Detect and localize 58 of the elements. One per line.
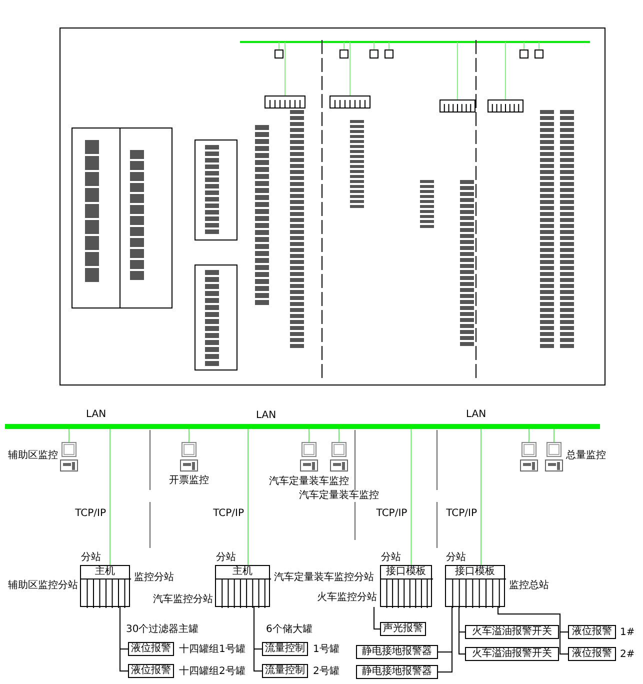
module-header: 主机 — [94, 566, 116, 578]
device-box — [465, 647, 559, 661]
station-title: 分站 — [446, 552, 467, 564]
pc-label: 汽车定量装车监控 — [299, 490, 379, 502]
side-label: 十四罐组1号罐 — [179, 644, 246, 656]
pc-label: 开票监控 — [169, 475, 209, 487]
group-label: 6个储大罐 — [266, 624, 312, 636]
network-link — [410, 428, 412, 566]
connector-line — [188, 428, 190, 442]
station-title: 分站 — [81, 552, 102, 564]
side-label: 2# — [620, 649, 636, 661]
connector-line — [338, 428, 340, 442]
side-label: 辅助区监控分站 — [8, 580, 78, 592]
device-label: 静电接地报警器 — [361, 646, 433, 658]
pc-label: 辅助区监控 — [8, 450, 58, 462]
side-label: 2号罐 — [313, 666, 340, 678]
module-header: 主机 — [232, 566, 254, 578]
side-label: 汽车定量装车监控分站 — [274, 572, 374, 584]
device-box — [356, 665, 438, 679]
group-label: 30个过滤器主罐 — [126, 624, 199, 636]
device-label: 火车溢油报警开关 — [471, 626, 553, 638]
connector-line — [254, 606, 262, 672]
device-label: 火车溢油报警开关 — [471, 648, 553, 660]
device-label: 声光报警 — [382, 623, 424, 635]
connector-line — [308, 428, 310, 442]
pc-label: 汽车定量装车监控 — [269, 476, 349, 488]
network-label: LAN — [256, 410, 276, 422]
side-label: 十四罐组2号罐 — [179, 666, 246, 678]
connector-line — [374, 606, 380, 630]
side-label: 汽车监控分站 — [152, 594, 213, 606]
station-title: 分站 — [381, 552, 402, 564]
side-label: 监控分站 — [134, 572, 175, 584]
connector-line — [68, 428, 70, 442]
station-title: 分站 — [216, 552, 237, 564]
lan-bus — [5, 424, 600, 429]
module-header: 接口模板 — [385, 566, 427, 578]
device-label: 液位报警 — [130, 665, 172, 677]
module-header: 接口模板 — [454, 566, 496, 578]
connector-line — [458, 606, 466, 654]
device-box — [356, 645, 438, 659]
device-label: 静电接地报警器 — [361, 666, 433, 678]
device-label: 流量控制 — [264, 665, 306, 677]
connector-line — [120, 606, 128, 672]
connector-line — [528, 428, 530, 442]
network-label: LAN — [86, 409, 106, 421]
device-label: 液位报警 — [130, 643, 172, 655]
side-label: 监控总站 — [509, 580, 550, 592]
network-label: LAN — [466, 409, 486, 421]
device-box — [465, 625, 559, 639]
side-label: 火车监控分站 — [316, 592, 377, 604]
device-label: 液位报警 — [571, 626, 613, 638]
connector-line — [438, 606, 452, 672]
side-label: 1号罐 — [313, 644, 340, 656]
side-label: 1# — [620, 627, 636, 639]
device-label: 流量控制 — [264, 643, 306, 655]
pc-label: 总量监控 — [566, 450, 607, 462]
network-link — [480, 428, 482, 566]
device-label: 液位报警 — [571, 648, 613, 660]
